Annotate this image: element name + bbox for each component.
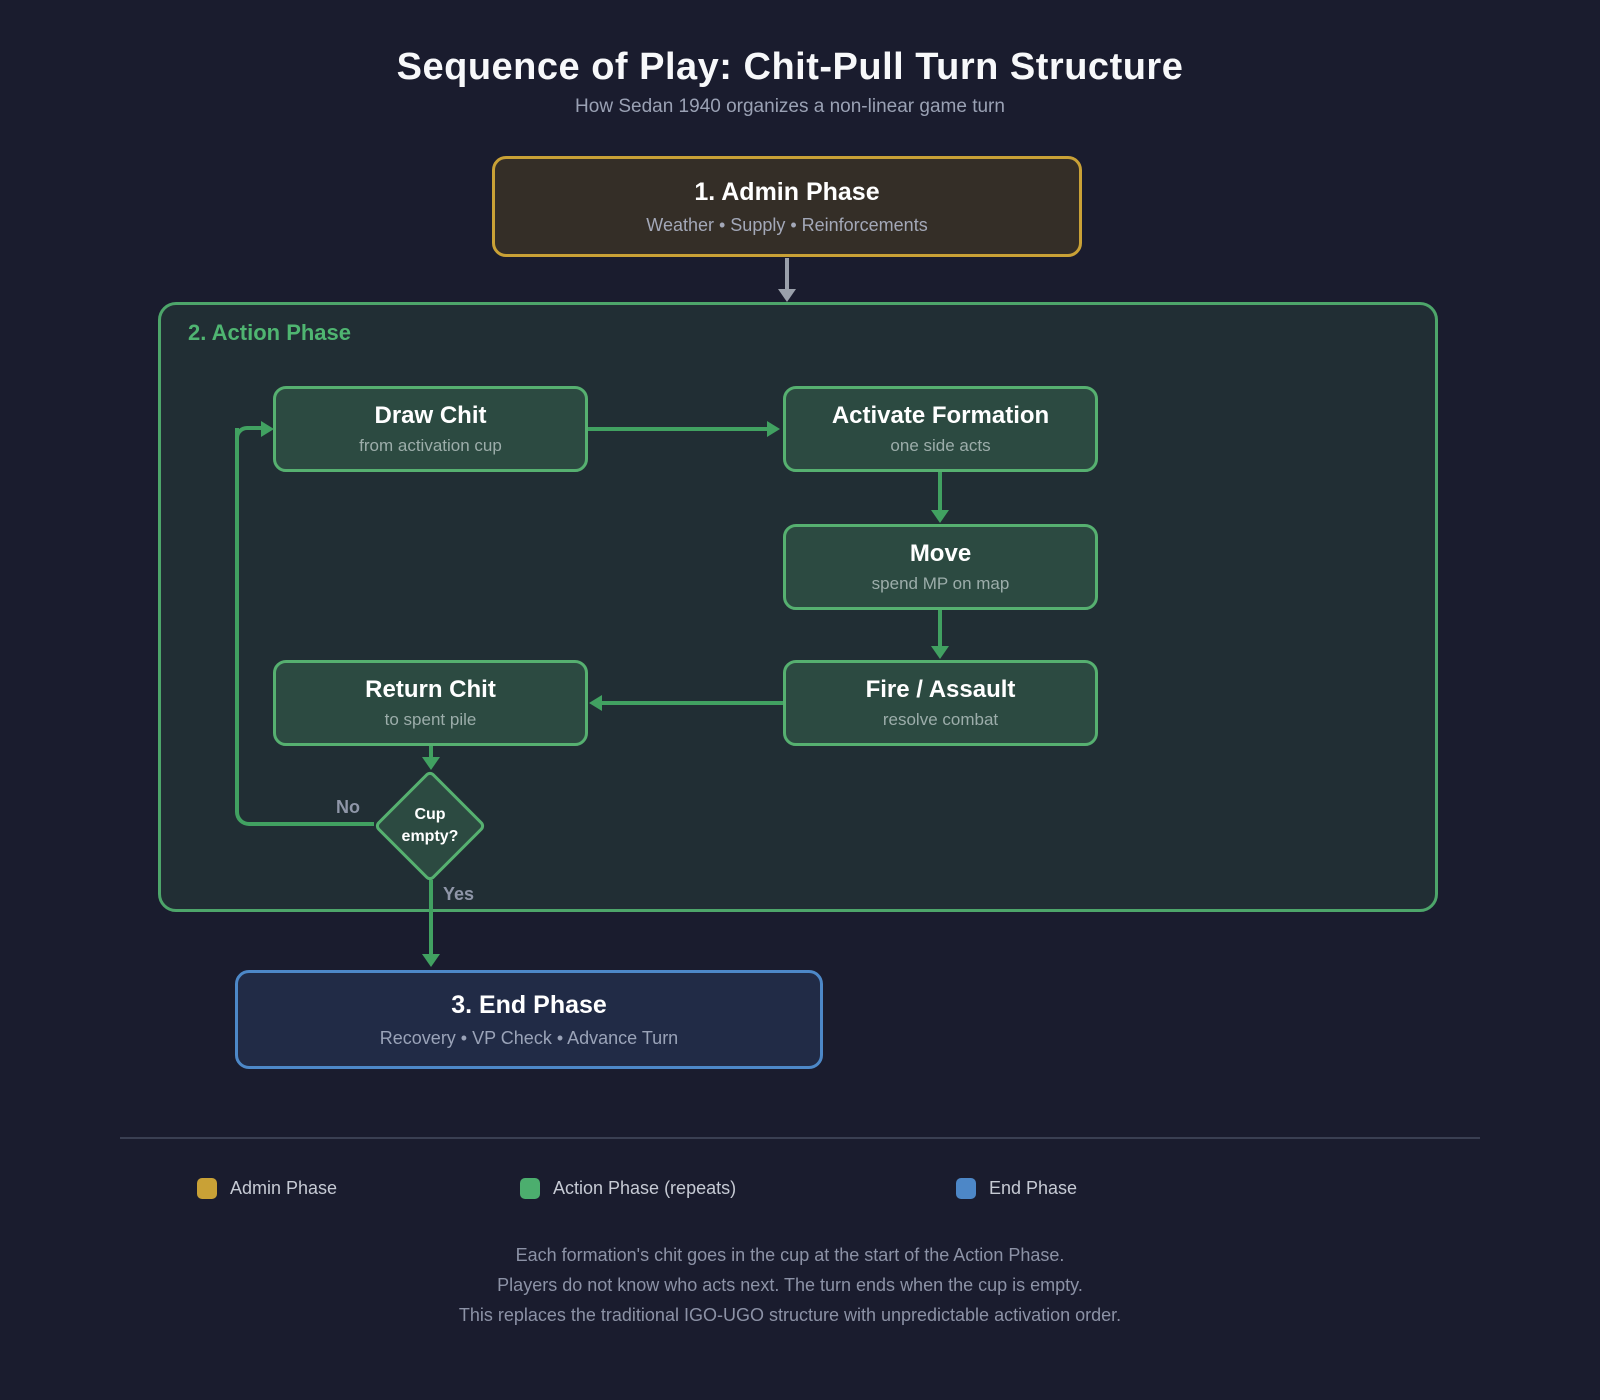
divider-line xyxy=(120,1137,1480,1139)
page-subtitle: How Sedan 1940 organizes a non-linear ga… xyxy=(575,96,1005,117)
arrow-move-to-fire-head xyxy=(931,646,949,659)
admin-phase-box: 1. Admin Phase Weather • Supply • Reinfo… xyxy=(492,156,1082,257)
legend-item-admin: Admin Phase xyxy=(197,1178,337,1199)
arrow-move-to-fire xyxy=(938,610,942,648)
step-fire-assault: Fire / Assault resolve combat xyxy=(783,660,1098,746)
legend-item-action: Action Phase (repeats) xyxy=(520,1178,736,1199)
end-phase-swatch xyxy=(956,1178,976,1199)
step-move-title: Move xyxy=(909,540,972,567)
legend-label-end: End Phase xyxy=(989,1178,1078,1198)
no-branch-label: No xyxy=(336,797,360,817)
step-fire-assault-title: Fire / Assault xyxy=(865,676,1016,703)
step-return-chit-title: Return Chit xyxy=(365,676,496,703)
step-activate-formation-title: Activate Formation xyxy=(831,402,1050,429)
admin-phase-subtitle: Weather • Supply • Reinforcements xyxy=(646,214,928,235)
end-phase-subtitle: Recovery • VP Check • Advance Turn xyxy=(379,1027,679,1048)
no-loop-head xyxy=(261,421,274,437)
step-activate-formation-subtitle: one side acts xyxy=(890,436,991,455)
no-loop-line-top xyxy=(235,426,263,442)
yes-branch-label: Yes xyxy=(443,884,475,904)
decision-label-line2: empty? xyxy=(401,828,459,845)
action-phase-swatch xyxy=(520,1178,540,1199)
step-return-chit: Return Chit to spent pile xyxy=(273,660,588,746)
step-fire-assault-subtitle: resolve combat xyxy=(882,710,999,729)
no-loop-line xyxy=(235,428,374,826)
arrow-return-to-decision-head xyxy=(422,757,440,770)
admin-phase-swatch xyxy=(197,1178,217,1199)
step-draw-chit: Draw Chit from activation cup xyxy=(273,386,588,472)
arrow-draw-to-activate-head xyxy=(767,421,780,437)
footer-note: Each formation's chit goes in the cup at… xyxy=(0,1240,1580,1330)
end-phase-box: 3. End Phase Recovery • VP Check • Advan… xyxy=(235,970,823,1069)
legend-item-end: End Phase xyxy=(956,1178,1077,1199)
step-move-subtitle: spend MP on map xyxy=(871,574,1010,593)
step-move: Move spend MP on map xyxy=(783,524,1098,610)
step-draw-chit-subtitle: from activation cup xyxy=(359,436,502,455)
step-activate-formation: Activate Formation one side acts xyxy=(783,386,1098,472)
step-draw-chit-title: Draw Chit xyxy=(374,402,487,429)
yes-arrow-head xyxy=(422,954,440,967)
footer-line-1: Each formation's chit goes in the cup at… xyxy=(515,1245,1065,1265)
decision-label-line1: Cup xyxy=(414,806,446,823)
yes-arrow-line xyxy=(429,880,433,956)
arrow-fire-to-return-head xyxy=(589,695,602,711)
footer-line-3: This replaces the traditional IGO-UGO st… xyxy=(458,1305,1122,1325)
legend-label-admin: Admin Phase xyxy=(230,1178,338,1198)
admin-phase-title: 1. Admin Phase xyxy=(694,177,880,206)
decision-label: Cup empty? xyxy=(370,796,490,856)
arrow-return-to-decision xyxy=(429,746,433,760)
arrow-draw-to-activate xyxy=(588,427,768,431)
action-phase-label: 2. Action Phase xyxy=(188,320,352,345)
arrow-fire-to-return xyxy=(602,701,783,705)
arrow-admin-to-action-head xyxy=(778,289,796,302)
end-phase-title: 3. End Phase xyxy=(451,990,607,1019)
arrow-activate-to-move-head xyxy=(931,510,949,523)
step-return-chit-subtitle: to spent pile xyxy=(384,710,477,729)
arrow-activate-to-move xyxy=(938,472,942,512)
arrow-admin-to-action xyxy=(785,258,789,290)
page-title: Sequence of Play: Chit-Pull Turn Structu… xyxy=(396,46,1184,88)
legend-label-action: Action Phase (repeats) xyxy=(553,1178,737,1198)
footer-line-2: Players do not know who acts next. The t… xyxy=(497,1275,1083,1295)
